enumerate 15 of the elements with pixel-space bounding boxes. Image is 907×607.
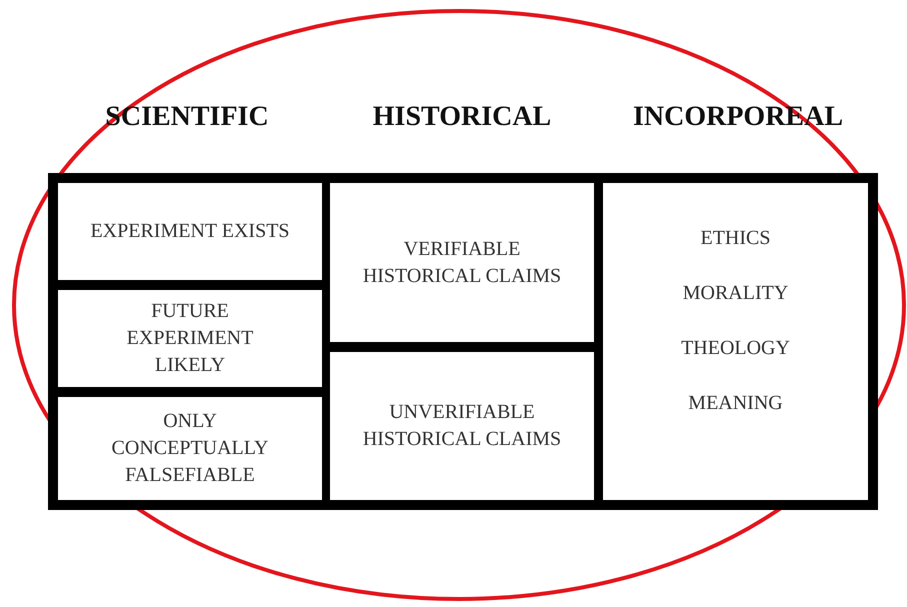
topic-text: ETHICS [700,226,770,251]
topic-text: MORALITY [682,281,788,306]
box-text: FUTURE EXPERIMENT LIKELY [126,299,254,378]
topic-text: THEOLOGY [681,336,790,361]
box-text: ONLY CONCEPTUALLY FALSEFIABLE [110,409,270,488]
category-box [58,397,322,500]
category-box [58,183,322,280]
category-heading: HISTORICAL [372,101,552,133]
box-text: UNVERIFIABLE HISTORICAL CLAIMS [362,400,562,452]
box-text: EXPERIMENT EXISTS [90,219,290,244]
box-text: VERIFIABLE HISTORICAL CLAIMS [362,236,562,288]
category-box [330,352,594,500]
category-box [330,183,594,342]
category-box [58,290,322,387]
topic-text: MEANING [688,391,783,416]
